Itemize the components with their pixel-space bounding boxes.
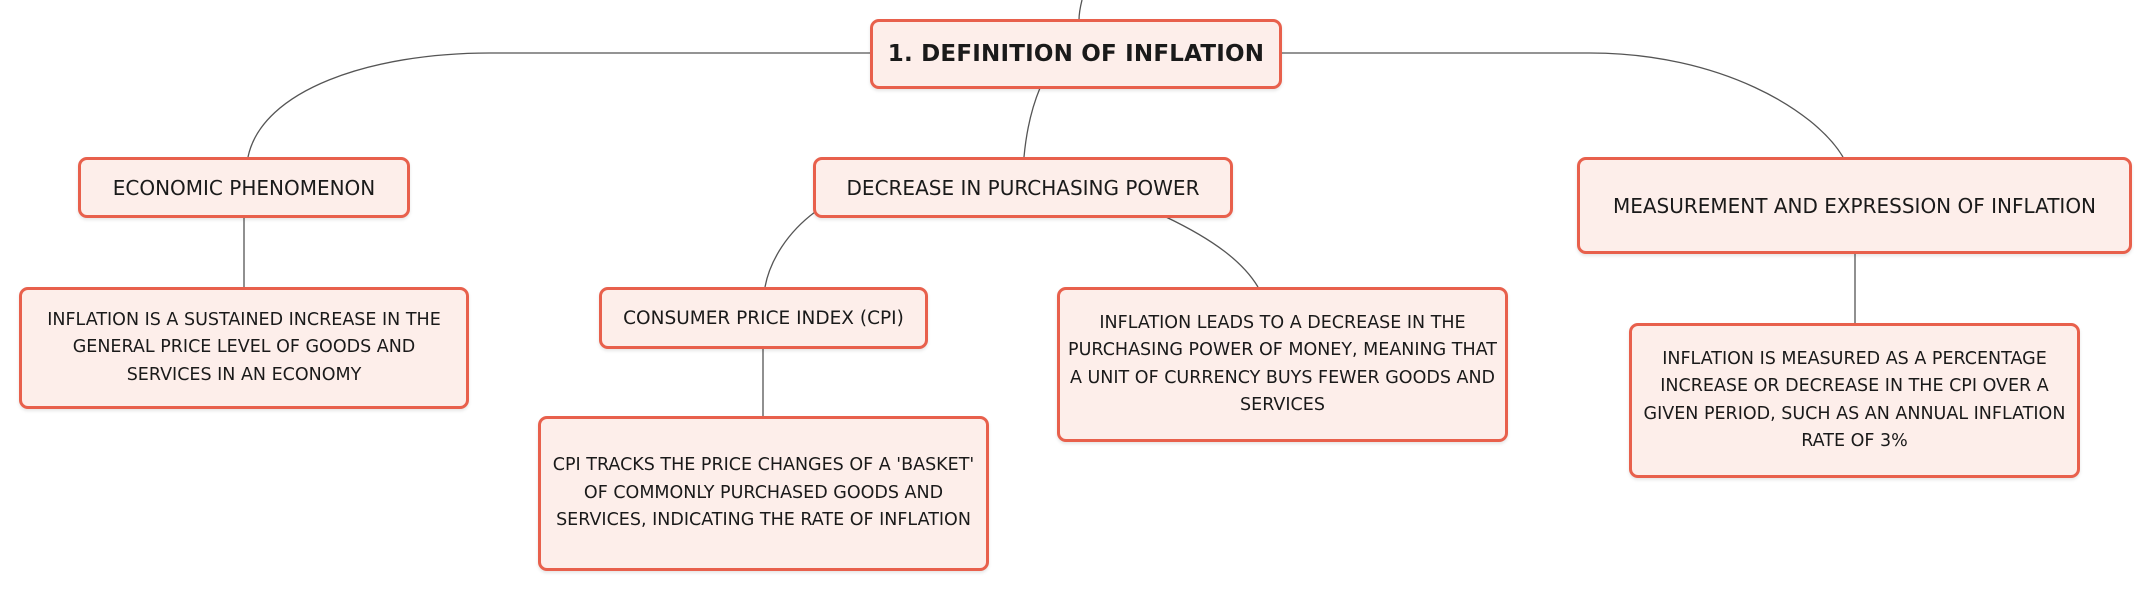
connector-root-to-economic-phenomenon	[247, 52, 870, 158]
topic-economic-phenomenon[interactable]: ECONOMIC PHENOMENON	[78, 157, 410, 218]
detail-measurement-and-expression-text: INFLATION IS MEASURED AS A PERCENTAGE IN…	[1643, 348, 2066, 452]
topic-measurement-and-expression[interactable]: MEASUREMENT AND EXPRESSION OF INFLATION	[1577, 157, 2132, 254]
topic-decrease-in-purchasing-power[interactable]: DECREASE IN PURCHASING POWER	[813, 157, 1233, 218]
detail-decrease-in-purchasing-power[interactable]: INFLATION LEADS TO A DECREASE IN THE PUR…	[1057, 287, 1508, 442]
detail-economic-phenomenon-text: INFLATION IS A SUSTAINED INCREASE IN THE…	[47, 309, 441, 385]
connector-purchasing-power-to-decrease-detail	[1165, 216, 1259, 288]
connector-root-to-measurement	[1282, 52, 1844, 158]
connector-purchasing-power-to-cpi	[764, 211, 816, 288]
detail-decrease-in-purchasing-power-text: INFLATION LEADS TO A DECREASE IN THE PUR…	[1068, 312, 1497, 416]
detail-economic-phenomenon[interactable]: INFLATION IS A SUSTAINED INCREASE IN THE…	[19, 287, 469, 409]
detail-measurement-and-expression[interactable]: INFLATION IS MEASURED AS A PERCENTAGE IN…	[1629, 323, 2080, 478]
root-topic-label: 1. DEFINITION OF INFLATION	[887, 41, 1265, 67]
topic-economic-phenomenon-label: ECONOMIC PHENOMENON	[112, 175, 376, 200]
connector-root-to-purchasing-power	[1023, 87, 1041, 158]
topic-decrease-in-purchasing-power-label: DECREASE IN PURCHASING POWER	[846, 175, 1200, 200]
subtopic-consumer-price-index-label: CONSUMER PRICE INDEX (CPI)	[623, 307, 904, 329]
root-topic-definition-of-inflation[interactable]: 1. DEFINITION OF INFLATION	[870, 19, 1282, 89]
detail-consumer-price-index-text: CPI TRACKS THE PRICE CHANGES OF A 'BASKE…	[552, 455, 975, 531]
subtopic-consumer-price-index[interactable]: CONSUMER PRICE INDEX (CPI)	[599, 287, 928, 349]
topic-measurement-and-expression-label: MEASUREMENT AND EXPRESSION OF INFLATION	[1612, 193, 2097, 218]
connector-parent-to-root	[1078, 0, 1083, 21]
detail-consumer-price-index[interactable]: CPI TRACKS THE PRICE CHANGES OF A 'BASKE…	[538, 416, 989, 571]
